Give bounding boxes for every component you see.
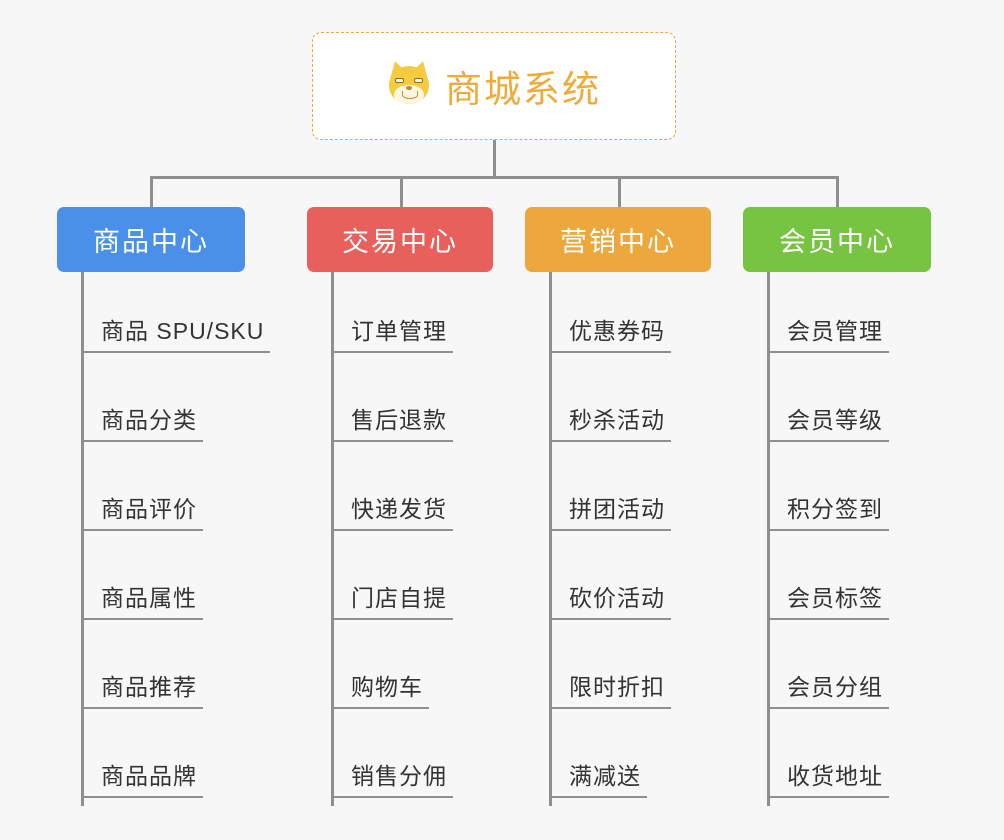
leaf-item[interactable]: 优惠券码 xyxy=(549,264,671,353)
leaf-item[interactable]: 会员管理 xyxy=(767,264,889,353)
branch-header-3[interactable]: 营销中心 xyxy=(525,207,711,272)
leaf-item[interactable]: 售后退款 xyxy=(331,353,453,442)
leaf-item-label: 商品属性 xyxy=(81,585,203,620)
branch-trunk-2 xyxy=(331,272,334,806)
leaf-item[interactable]: 限时折扣 xyxy=(549,620,671,709)
leaf-item-label: 砍价活动 xyxy=(549,585,671,620)
leaf-item[interactable]: 会员标签 xyxy=(767,531,889,620)
branch-trunk-1 xyxy=(81,272,84,806)
leaf-item-label: 优惠券码 xyxy=(549,318,671,353)
leaf-item-label: 积分签到 xyxy=(767,496,889,531)
leaf-item[interactable]: 秒杀活动 xyxy=(549,353,671,442)
leaf-item[interactable]: 购物车 xyxy=(331,620,429,709)
leaf-item-label: 销售分佣 xyxy=(331,763,453,798)
leaf-item-label: 商品品牌 xyxy=(81,763,203,798)
root-title: 商城系统 xyxy=(445,69,601,110)
leaf-item[interactable]: 快递发货 xyxy=(331,442,453,531)
leaf-item[interactable]: 商品推荐 xyxy=(81,620,203,709)
leaf-item-label: 会员等级 xyxy=(767,407,889,442)
leaf-item[interactable]: 商品属性 xyxy=(81,531,203,620)
leaf-item[interactable]: 商品 SPU/SKU xyxy=(81,264,271,353)
leaf-item[interactable]: 砍价活动 xyxy=(549,531,671,620)
shiba-dog-face-icon xyxy=(386,58,432,113)
leaf-item[interactable]: 门店自提 xyxy=(331,531,453,620)
branch-header-2[interactable]: 交易中心 xyxy=(307,207,493,272)
leaf-item-label: 秒杀活动 xyxy=(549,407,671,442)
leaf-item[interactable]: 收货地址 xyxy=(767,709,889,798)
connector-drop-1 xyxy=(150,176,153,208)
leaf-item-label: 收货地址 xyxy=(767,763,889,798)
leaf-item[interactable]: 销售分佣 xyxy=(331,709,453,798)
connector-drop-2 xyxy=(400,176,403,208)
leaf-item-label: 门店自提 xyxy=(331,585,453,620)
leaf-item[interactable]: 满减送 xyxy=(549,709,647,798)
leaf-item-label: 订单管理 xyxy=(331,318,453,353)
branch-header-1[interactable]: 商品中心 xyxy=(57,207,245,272)
branch-column-1: 商品中心商品 SPU/SKU 商品分类商品评价商品属性商品推荐商品品牌 xyxy=(57,207,271,806)
leaf-item[interactable]: 商品品牌 xyxy=(81,709,203,798)
connector-drop-3 xyxy=(618,176,621,208)
leaf-item-label: 商品评价 xyxy=(81,496,203,531)
leaf-item[interactable]: 会员等级 xyxy=(767,353,889,442)
root-node-shop-system[interactable]: 商城系统 xyxy=(312,32,676,140)
leaf-item-label: 拼团活动 xyxy=(549,496,671,531)
leaf-item[interactable]: 拼团活动 xyxy=(549,442,671,531)
branch-column-4: 会员中心会员管理会员等级积分签到会员标签会员分组收货地址 xyxy=(743,207,931,806)
leaf-item-label: 购物车 xyxy=(331,674,429,709)
leaf-item[interactable]: 积分签到 xyxy=(767,442,889,531)
leaf-item-label: 会员管理 xyxy=(767,318,889,353)
branch-trunk-3 xyxy=(549,272,552,806)
leaf-item-label: 会员标签 xyxy=(767,585,889,620)
connector-root-vertical xyxy=(493,140,496,178)
connector-drop-4 xyxy=(836,176,839,208)
leaf-item[interactable]: 商品评价 xyxy=(81,442,203,531)
leaf-item-label: 商品推荐 xyxy=(81,674,203,709)
leaf-item-label: 限时折扣 xyxy=(549,674,671,709)
branch-header-4[interactable]: 会员中心 xyxy=(743,207,931,272)
leaf-item[interactable]: 订单管理 xyxy=(331,264,453,353)
leaf-item-label: 售后退款 xyxy=(331,407,453,442)
branch-trunk-4 xyxy=(767,272,770,806)
leaf-item-label: 商品分类 xyxy=(81,407,203,442)
branch-column-3: 营销中心优惠券码秒杀活动拼团活动砍价活动限时折扣满减送 xyxy=(525,207,711,806)
leaf-item[interactable]: 商品分类 xyxy=(81,353,203,442)
leaf-item-label: 商品 SPU/SKU xyxy=(81,318,271,353)
leaf-item-label: 满减送 xyxy=(549,763,647,798)
leaf-item-label: 快递发货 xyxy=(331,496,453,531)
leaf-item[interactable]: 会员分组 xyxy=(767,620,889,709)
connector-horizontal-bus xyxy=(150,176,838,179)
branch-column-2: 交易中心订单管理售后退款快递发货门店自提购物车销售分佣 xyxy=(307,207,493,806)
leaf-item-label: 会员分组 xyxy=(767,674,889,709)
